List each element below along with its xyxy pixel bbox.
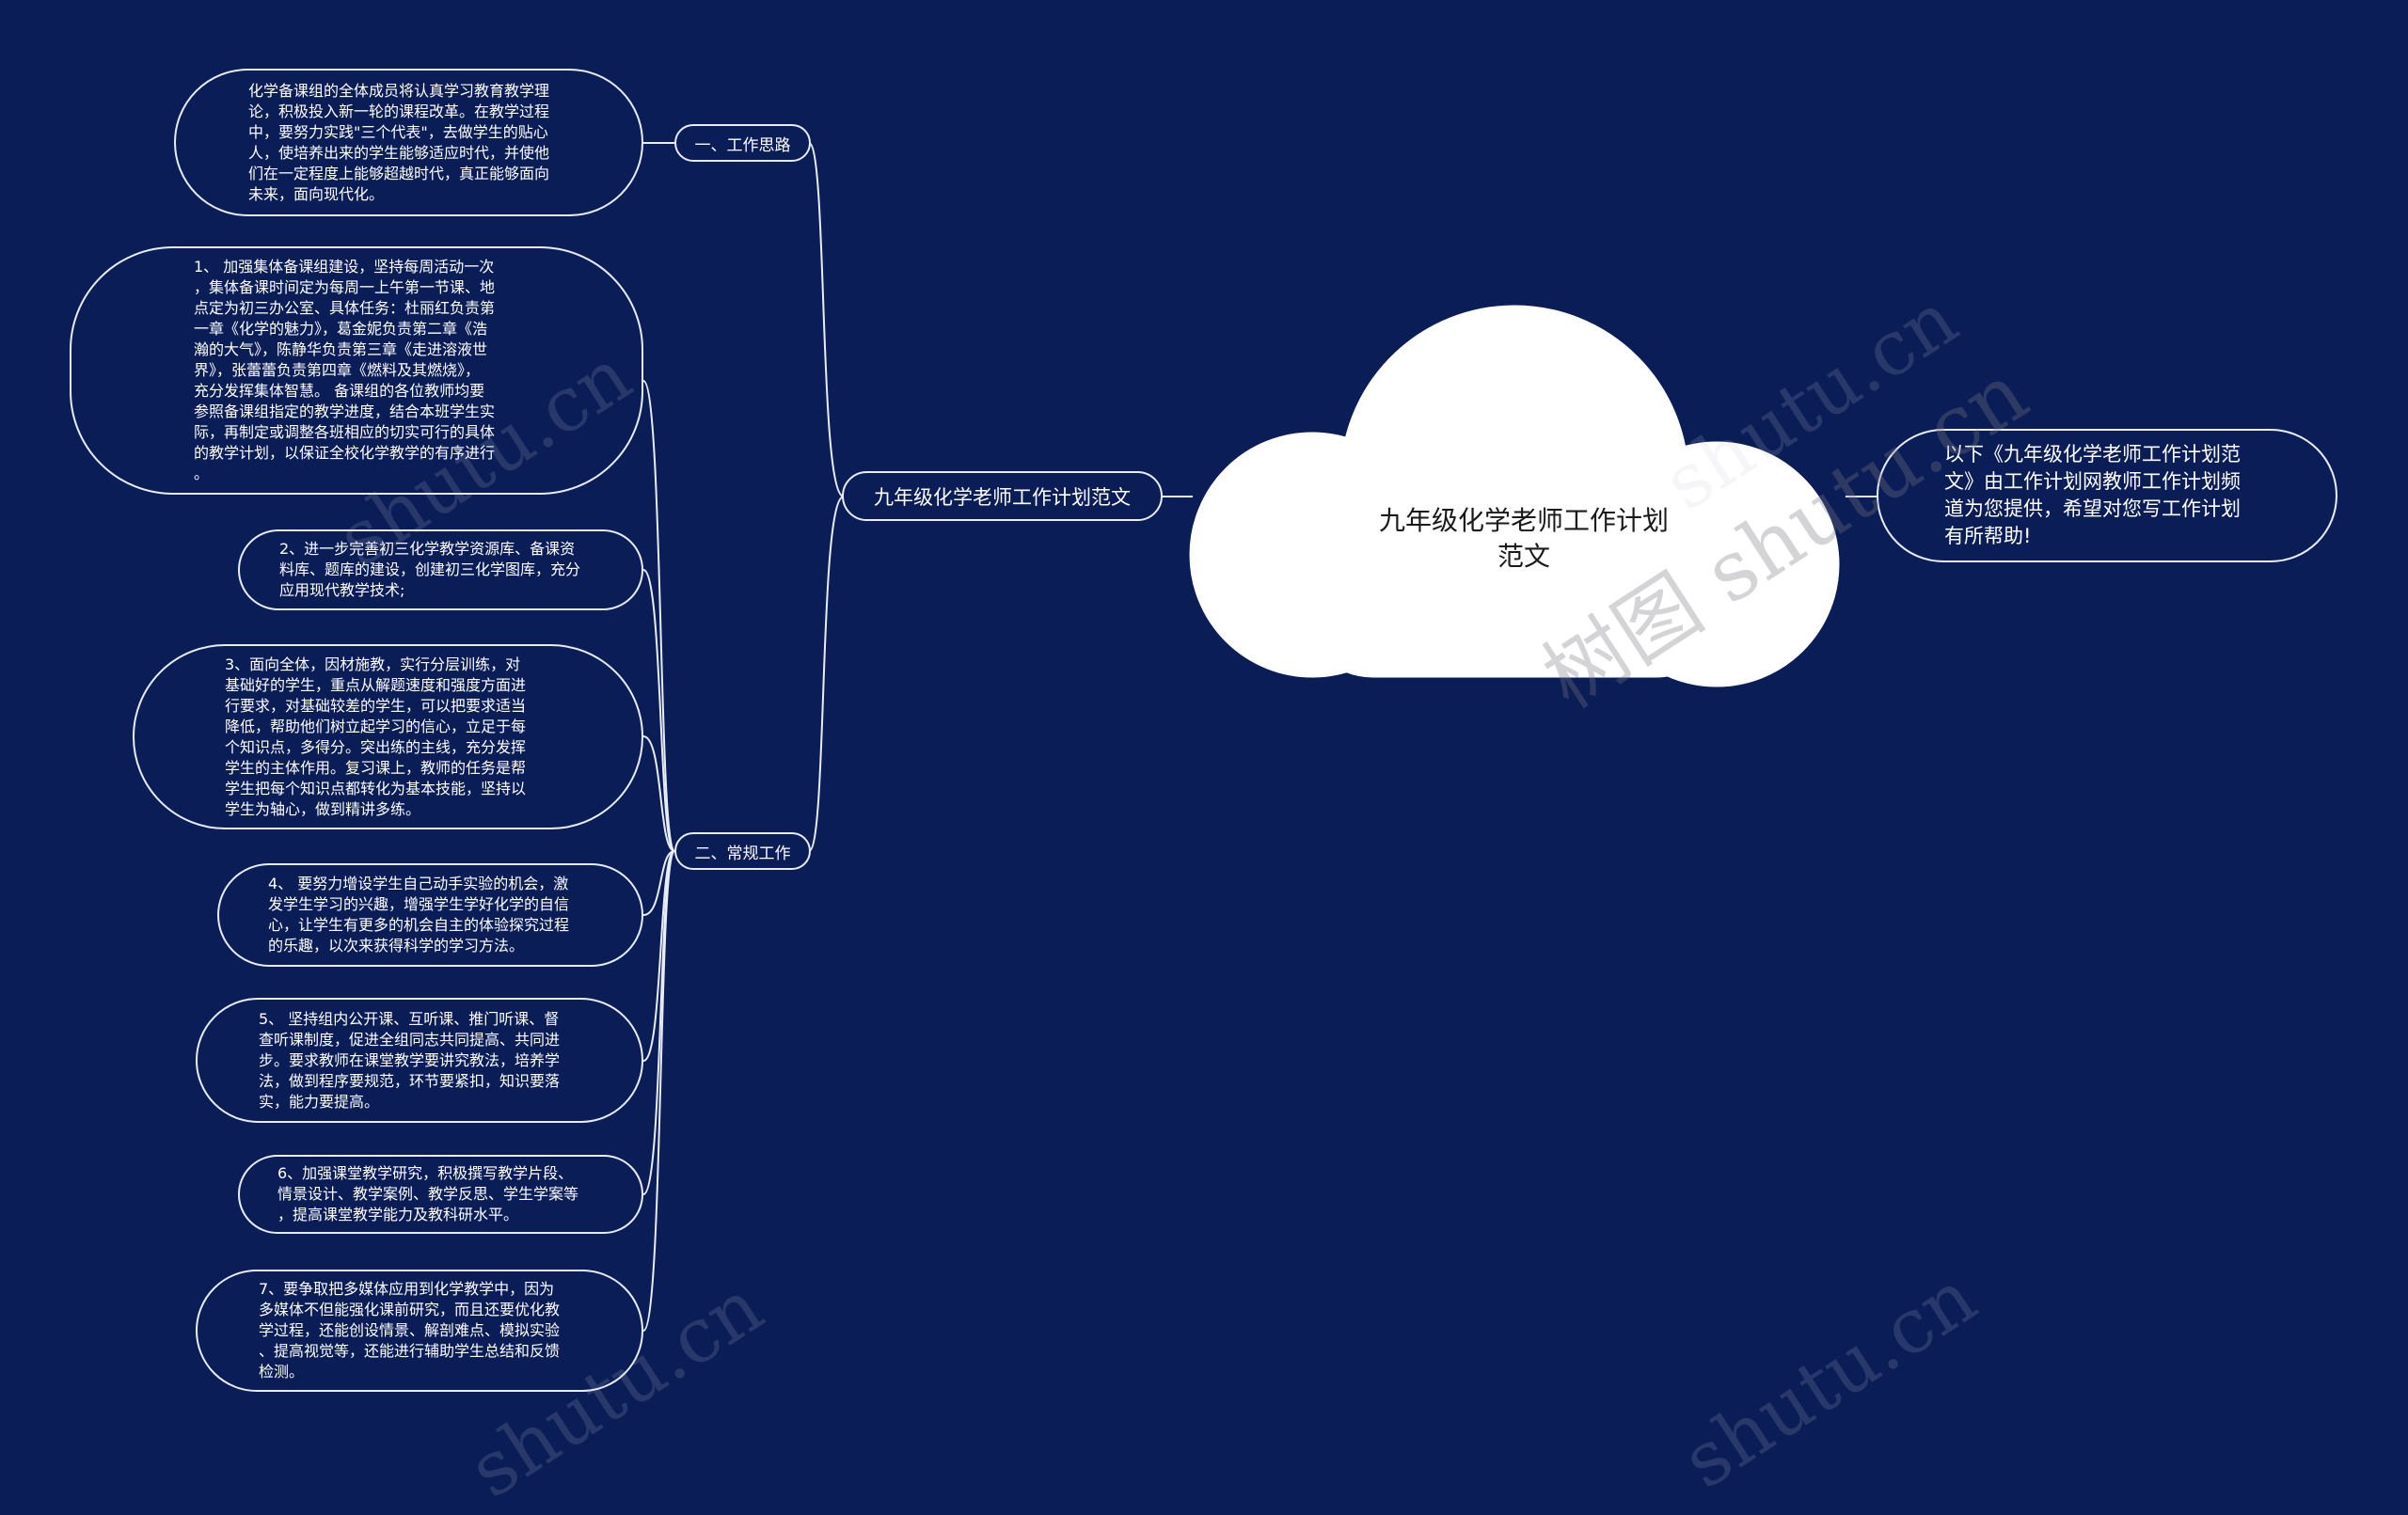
connector-section-2-leaf-1 (642, 380, 675, 852)
leaf-routine-6[interactable]: 6、加强课堂教学研究，积极撰写教学片段、 情景设计、教学案例、教学反思、学生学案… (238, 1155, 643, 1234)
branch-node[interactable]: 九年级化学老师工作计划范文 (842, 471, 1163, 521)
connector-section-2-leaf-3 (642, 735, 675, 852)
intro-node-text: 以下《九年级化学老师工作计划范 文》由工作计划网教师工作计划频 道为您提供，希望… (1944, 443, 2241, 547)
leaf-text: 5、 坚持组内公开课、互听课、推门听课、督 查听课制度，促进全组同志共同提高、共… (259, 1009, 561, 1111)
root-cloud-shape (1189, 305, 1840, 687)
root-node-label[interactable]: 九年级化学老师工作计划 范文 (1378, 505, 1669, 572)
section-label: 一、工作思路 (694, 135, 791, 155)
section-label: 二、常规工作 (694, 844, 791, 863)
leaf-routine-1[interactable]: 1、 加强集体备课组建设，坚持每周活动一次 ，集体备课时间定为每周一上午第一节课… (70, 246, 643, 495)
section-node-routine-work[interactable]: 二、常规工作 (674, 832, 811, 870)
leaf-text: 7、要争取把多媒体应用到化学教学中，因为 多媒体不但能强化课前研究，而且还要优化… (259, 1280, 561, 1381)
connector-section-2-leaf-4 (642, 850, 675, 916)
connector-lines (642, 142, 1877, 1332)
leaf-text: 化学备课组的全体成员将认真学习教育教学理 论，积极投入新一轮的课程改革。在教学过… (248, 81, 550, 203)
leaf-text: 3、面向全体，因材施教，实行分层训练，对 基础好的学生，重点从解题速度和强度方面… (225, 655, 527, 818)
leaf-text: 4、 要努力增设学生自己动手实验的机会，激 发学生学习的兴趣，增强学生学好化学的… (268, 875, 570, 955)
leaf-text: 2、进一步完善初三化学教学资源库、备课资 料库、题库的建设，创建初三化学图库，充… (279, 540, 581, 599)
connector-section-2-leaf-7 (642, 850, 675, 1332)
connector-section-2-leaf-5 (642, 850, 675, 1062)
section-node-work-ideas[interactable]: 一、工作思路 (674, 124, 811, 162)
leaf-routine-4[interactable]: 4、 要努力增设学生自己动手实验的机会，激 发学生学习的兴趣，增强学生学好化学的… (217, 863, 643, 967)
connector-section-2-leaf-2 (642, 569, 675, 852)
connector-branch-section-1 (808, 142, 845, 497)
leaf-routine-7[interactable]: 7、要争取把多媒体应用到化学教学中，因为 多媒体不但能强化课前研究，而且还要优化… (196, 1270, 643, 1392)
leaf-work-ideas[interactable]: 化学备课组的全体成员将认真学习教育教学理 论，积极投入新一轮的课程改革。在教学过… (174, 69, 643, 216)
branch-node-label: 九年级化学老师工作计划范文 (874, 485, 1131, 509)
leaf-routine-3[interactable]: 3、面向全体，因材施教，实行分层训练，对 基础好的学生，重点从解题速度和强度方面… (133, 644, 643, 829)
leaf-text: 6、加强课堂教学研究，积极撰写教学片段、 情景设计、教学案例、教学反思、学生学案… (277, 1164, 579, 1223)
intro-node[interactable]: 以下《九年级化学老师工作计划范 文》由工作计划网教师工作计划频 道为您提供，希望… (1877, 429, 2337, 562)
mind-map-canvas: 九年级化学老师工作计划 范文 以下《九年级化学老师工作计划范 文》由工作计划网教… (70, 69, 2337, 1515)
leaf-routine-5[interactable]: 5、 坚持组内公开课、互听课、推门听课、督 查听课制度，促进全组同志共同提高、共… (196, 998, 643, 1123)
connector-branch-section-2 (808, 496, 845, 852)
leaf-routine-2[interactable]: 2、进一步完善初三化学教学资源库、备课资 料库、题库的建设，创建初三化学图库，充… (238, 529, 643, 610)
leaf-text: 1、 加强集体备课组建设，坚持每周活动一次 ，集体备课时间定为每周一上午第一节课… (194, 258, 496, 482)
